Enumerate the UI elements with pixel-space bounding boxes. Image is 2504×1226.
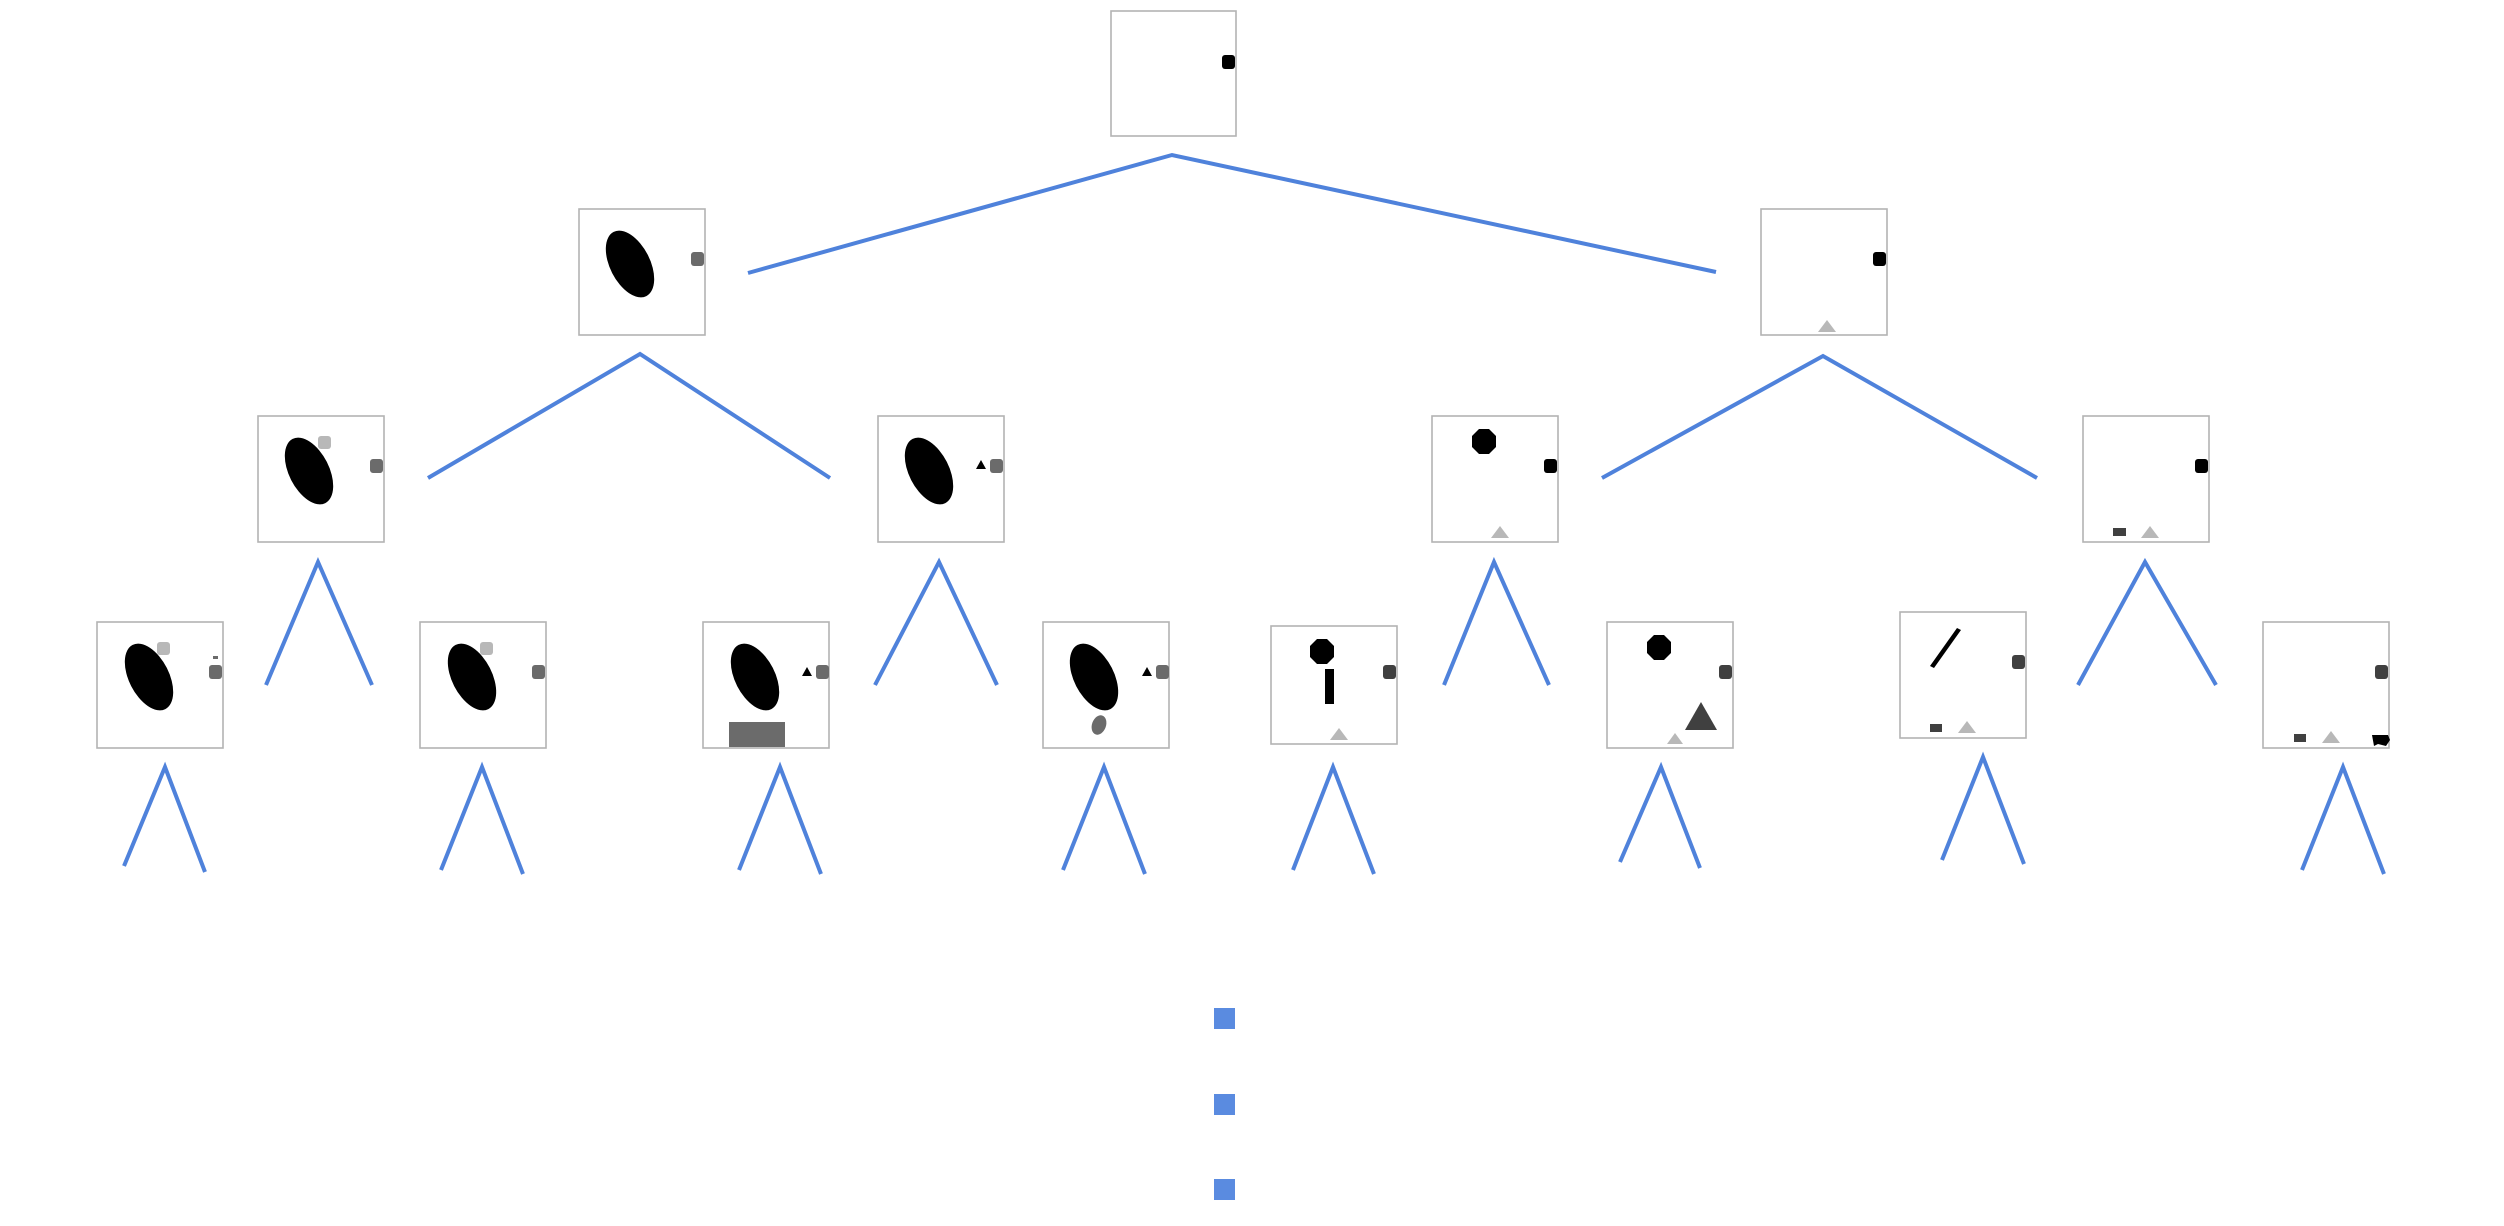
- black-line: [1930, 628, 1961, 668]
- black-ellipse: [124, 643, 174, 711]
- dark-gray-rectangle: [1930, 724, 1942, 732]
- dark-triangle: [1685, 702, 1717, 730]
- ellipsis-dot: [1214, 1008, 1235, 1029]
- thumbnail-l2-c: [1431, 415, 1559, 543]
- black-square: [1873, 252, 1886, 266]
- edge-l3-f: [1618, 761, 1702, 869]
- edge-l3-d: [1061, 761, 1147, 875]
- edge-l1-right: [1601, 353, 2038, 480]
- edge-l3-c: [737, 761, 823, 875]
- black-triangle: [1142, 667, 1152, 676]
- black-bar: [1325, 669, 1334, 704]
- mid-gray-square: [691, 252, 704, 266]
- black-square: [2195, 459, 2208, 473]
- light-gray-triangle: [1330, 728, 1348, 740]
- black-ellipse: [447, 643, 497, 711]
- edge-l3-e: [1291, 761, 1376, 875]
- thumbnail-l3-g: [1899, 611, 2027, 739]
- mid-gray-square: [532, 665, 545, 679]
- mid-gray-rectangle: [729, 722, 785, 747]
- light-gray-triangle: [1667, 733, 1683, 744]
- edge-l1-left: [426, 351, 832, 480]
- light-gray-square: [480, 642, 493, 655]
- dark-gray-rectangle: [2113, 528, 2126, 536]
- thumbnail-l2-a: [257, 415, 385, 543]
- thumbnail-l3-c: [702, 621, 830, 749]
- dark-gray-square: [1383, 665, 1396, 679]
- thumbnail-l1-left: [578, 208, 706, 336]
- thumbnail-l3-a: [96, 621, 224, 749]
- edge-l3-h: [2300, 761, 2386, 875]
- light-gray-triangle: [1958, 721, 1976, 733]
- mid-gray-square: [990, 459, 1003, 473]
- black-ellipse: [904, 437, 954, 505]
- black-squiggle: [2372, 735, 2390, 746]
- light-gray-triangle: [1818, 320, 1836, 332]
- black-ellipse: [605, 230, 655, 298]
- black-ellipse: [284, 437, 334, 505]
- thumbnail-l3-d: [1042, 621, 1170, 749]
- mid-gray-square: [209, 665, 222, 679]
- dark-gray-square: [2375, 665, 2388, 679]
- dark-gray-square: [1222, 55, 1235, 69]
- black-triangle: [976, 460, 986, 469]
- edge-l2-a: [264, 556, 374, 686]
- thumbnail-l2-d: [2082, 415, 2210, 543]
- edge-l3-g: [1940, 751, 2026, 865]
- edge-l2-c: [1442, 556, 1551, 686]
- edge-l3-b: [439, 761, 525, 875]
- thumbnail-root: [1110, 10, 1237, 137]
- dark-gray-square: [1719, 665, 1732, 679]
- edge-l2-b: [873, 557, 999, 686]
- black-triangle: [802, 667, 812, 676]
- black-ellipse: [730, 643, 780, 711]
- black-octagon: [1310, 639, 1334, 664]
- edge-root: [747, 152, 1717, 275]
- continuation-ellipsis: [1214, 1008, 1235, 1200]
- thumbnail-l3-b: [419, 621, 547, 749]
- light-gray-triangle: [2322, 731, 2340, 743]
- mid-gray-square: [1156, 665, 1169, 679]
- black-octagon: [1472, 429, 1496, 454]
- black-ellipse: [1069, 643, 1119, 711]
- light-gray-square: [318, 436, 331, 449]
- light-gray-triangle: [1491, 526, 1509, 538]
- ellipsis-dot: [1214, 1179, 1235, 1200]
- thumbnail-l3-h: [2262, 621, 2390, 749]
- thumbnail-l2-b: [877, 415, 1005, 543]
- thumbnail-l3-e: [1270, 625, 1398, 745]
- black-octagon: [1647, 635, 1671, 660]
- mid-gray-square: [816, 665, 829, 679]
- small-mark: [213, 656, 218, 659]
- black-square: [1544, 459, 1557, 473]
- light-gray-square: [157, 642, 170, 655]
- thumbnail-l3-f: [1606, 621, 1734, 749]
- gray-ellipse: [1091, 715, 1107, 735]
- dark-gray-square: [2012, 655, 2025, 669]
- mid-gray-square: [370, 459, 383, 473]
- light-gray-triangle: [2141, 526, 2159, 538]
- edge-l2-d: [2076, 557, 2218, 686]
- ellipsis-dot: [1214, 1094, 1235, 1115]
- dark-gray-rectangle: [2294, 734, 2306, 742]
- edge-l3-a: [122, 761, 207, 873]
- thumbnail-l1-right: [1760, 208, 1888, 336]
- tree-edges: [122, 152, 2386, 875]
